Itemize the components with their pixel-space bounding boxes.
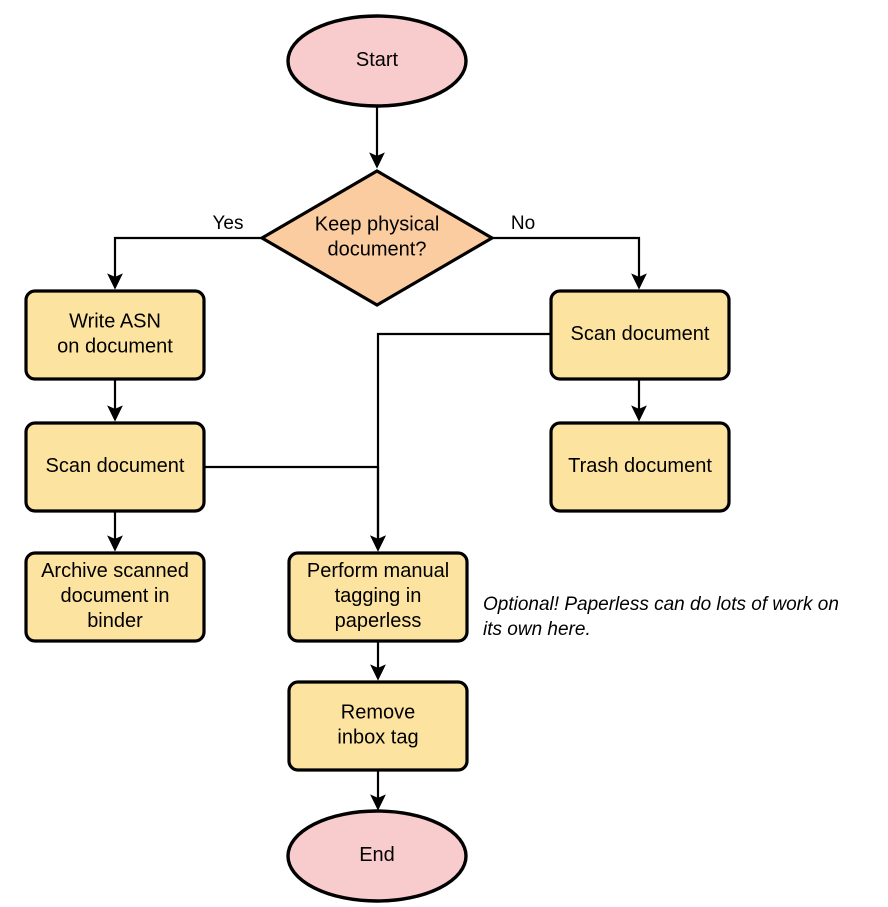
node-shape-diamond[interactable] — [258, 169, 496, 307]
node-shape-rect[interactable] — [287, 680, 469, 772]
node-shape-ellipse[interactable] — [286, 809, 468, 903]
node-label: Start — [356, 49, 399, 71]
node-end[interactable]: End — [286, 809, 468, 903]
node-shape-rect[interactable] — [24, 289, 206, 381]
edges-layer: Yes No — [107, 106, 647, 811]
edge-path — [370, 332, 551, 552]
edge-path — [107, 236, 262, 290]
edge-scan-left-to-tagging — [204, 465, 386, 552]
node-trash-document[interactable]: Trash document — [549, 421, 731, 513]
node-scan-document-left[interactable]: Scan document — [24, 421, 206, 513]
edge-label-yes: Yes — [213, 213, 244, 234]
node-scan-document-right[interactable]: Scan document — [549, 289, 731, 381]
annotations-layer: Optional! Paperless can do lots of work … — [483, 594, 839, 640]
annotation-optional-note: Optional! Paperless can do lots of work … — [483, 594, 839, 640]
node-shape-rect[interactable] — [24, 421, 206, 513]
edge-scan-right-to-tagging — [370, 332, 551, 552]
node-label: End — [359, 844, 395, 866]
edge-decision-yes-to-write-asn: Yes — [107, 213, 262, 290]
node-shape-rect[interactable] — [549, 289, 731, 381]
node-label: Scan document — [46, 455, 185, 477]
edge-decision-no-to-scan-right: No — [492, 213, 647, 290]
edge-label-no: No — [511, 213, 535, 234]
node-label: Scan document — [571, 323, 710, 345]
edge-path — [492, 236, 647, 290]
node-shape-rect[interactable] — [24, 551, 206, 643]
node-label: Trash document — [568, 455, 712, 477]
node-shape-ellipse[interactable] — [286, 14, 468, 108]
node-shape-rect[interactable] — [287, 551, 469, 643]
edge-path — [204, 465, 386, 552]
node-shape-rect[interactable] — [549, 421, 731, 513]
node-start[interactable]: Start — [286, 14, 468, 108]
